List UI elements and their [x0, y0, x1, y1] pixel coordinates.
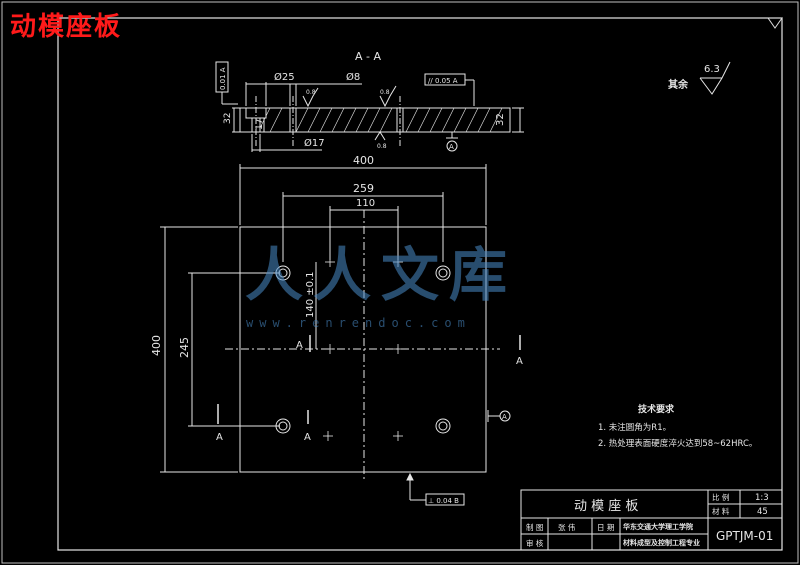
cut-label-right: A — [516, 356, 523, 367]
dim-32-right: 32 — [495, 113, 506, 126]
date-label: 日 期 — [597, 523, 614, 532]
dim-phi25: Ø25 — [274, 71, 295, 83]
hole-top-left — [275, 265, 291, 281]
tech-item-2: 2. 热处理表面硬度淬火达到58~62HRC。 — [598, 438, 757, 449]
dim-32-left: 32 — [223, 113, 233, 124]
dim-17: 17 — [255, 119, 265, 130]
check-label: 审 核 — [526, 538, 544, 548]
section-view: A - A Ø25 — [215, 50, 524, 152]
cut-label-left: A — [216, 432, 223, 443]
tech-heading: 技术要求 — [638, 403, 675, 415]
dim-phi8: Ø8 — [346, 71, 360, 83]
dim-245: 245 — [178, 337, 191, 358]
plan-datum: A — [502, 413, 507, 421]
school-line-1: 华东交通大学理工学院 — [623, 522, 693, 531]
drawing-frame — [57, 17, 783, 551]
roughness-small-1: 0.8 — [306, 89, 316, 96]
material-label: 材 料 — [712, 506, 730, 516]
hole-bottom-right — [435, 418, 451, 434]
scale-label: 比 例 — [712, 492, 729, 502]
dim-259: 259 — [353, 182, 374, 195]
parallel-text: // 0.05 A — [428, 77, 458, 85]
material-value: 45 — [757, 507, 768, 517]
cut-label-lower: A — [304, 432, 311, 443]
drawing-number: GPTJM-01 — [716, 529, 773, 543]
plan-view: 400 259 110 140 ±0.1 400 245 — [150, 154, 523, 506]
flatness-text: 0.01 A — [219, 67, 227, 90]
roughness-small-2: 0.8 — [380, 89, 390, 96]
dim-140: 140 ±0.1 — [305, 271, 316, 318]
draw-label: 制 图 — [526, 522, 543, 532]
tech-item-1: 1. 未注圆角为R1。 — [598, 422, 671, 433]
watermark-brand: 人人文库 — [245, 241, 518, 309]
section-plate — [239, 107, 511, 133]
roughness-others-label: 其余 — [668, 78, 689, 91]
roughness-value: 6.3 — [704, 64, 720, 75]
perp-frame — [425, 493, 465, 506]
section-hatch — [257, 107, 503, 133]
roughness-small-3: 0.8 — [377, 143, 387, 150]
scale-value: 1:3 — [755, 493, 769, 503]
page-title: 动模座板 — [10, 12, 123, 42]
school-line-2: 材料成型及控制工程专业 — [622, 538, 700, 547]
cut-label-mid: A — [296, 340, 303, 351]
roughness-others: 其余 6.3 — [668, 61, 731, 95]
hole-top-right — [435, 265, 451, 281]
draw-name: 张 伟 — [558, 522, 576, 532]
perp-text: ⊥ 0.04 B — [428, 497, 459, 505]
dim-110: 110 — [356, 198, 375, 209]
orientation-mark — [767, 17, 783, 29]
dim-400-top: 400 — [353, 154, 374, 167]
watermark-url: www.renrendoc.com — [246, 316, 471, 330]
title-block: 动 模 座 板 比 例 1:3 材 料 45 制 图 张 伟 日 期 审 核 华… — [520, 489, 783, 551]
section-label: A - A — [355, 50, 381, 63]
hole-bottom-left — [275, 418, 291, 434]
section-datum: A — [449, 143, 454, 151]
dim-400-left: 400 — [150, 335, 163, 356]
part-name: 动 模 座 板 — [574, 499, 638, 514]
tech-notes: 技术要求 1. 未注圆角为R1。 2. 热处理表面硬度淬火达到58~62HRC。 — [598, 403, 757, 449]
dim-phi17: Ø17 — [304, 137, 325, 149]
